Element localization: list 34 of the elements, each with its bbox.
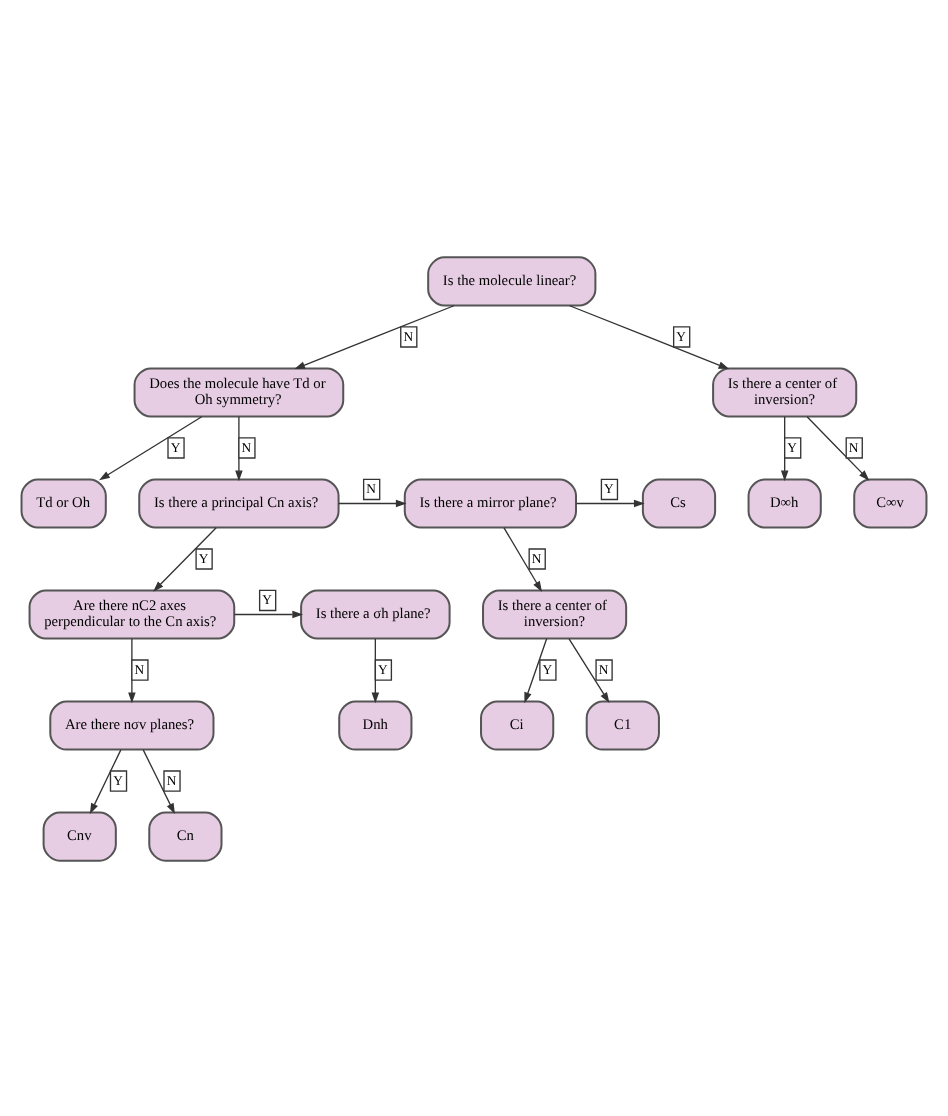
node-box: Are there nσv planes? (49, 699, 215, 750)
node-box: Cs (641, 477, 717, 528)
arrow (89, 748, 122, 814)
node-box: Does the molecule have Td or Oh symmetry? (133, 366, 345, 417)
arrow (569, 304, 730, 369)
arrow (128, 637, 136, 703)
node-box: Cnv (42, 810, 117, 861)
arrow (503, 526, 543, 591)
node-box: Is there a principal Cn axis? (138, 477, 340, 528)
node-box: Are there nC2 axes perpendicular to the Cn axis? (28, 588, 236, 639)
node-box: Is there a center of inversion? (712, 366, 858, 417)
arrow (806, 415, 870, 480)
node-box: Is there a σh plane? (300, 588, 451, 639)
node-box: C∞v (853, 477, 928, 528)
arrow (780, 415, 789, 481)
node-box: Is there a center of inversion? (482, 588, 628, 639)
node-box: Cn (148, 810, 223, 861)
arrow (575, 498, 645, 507)
arrow (235, 415, 243, 481)
node-box: Is the molecule linear? (427, 255, 597, 306)
arrow (568, 637, 610, 702)
node-box: Dnh (338, 699, 413, 750)
arrow (233, 609, 304, 618)
arrow (294, 304, 455, 369)
arrow (524, 637, 548, 703)
arrow (99, 415, 203, 480)
arrow (337, 498, 407, 507)
arrow (371, 637, 380, 703)
node-box: Td or Oh (20, 477, 107, 528)
node-box: Ci (480, 699, 555, 750)
node-box: D∞h (747, 477, 822, 528)
node-box: C1 (585, 699, 660, 750)
arrow (142, 748, 175, 814)
node-box: Is there a mirror plane? (403, 477, 577, 528)
